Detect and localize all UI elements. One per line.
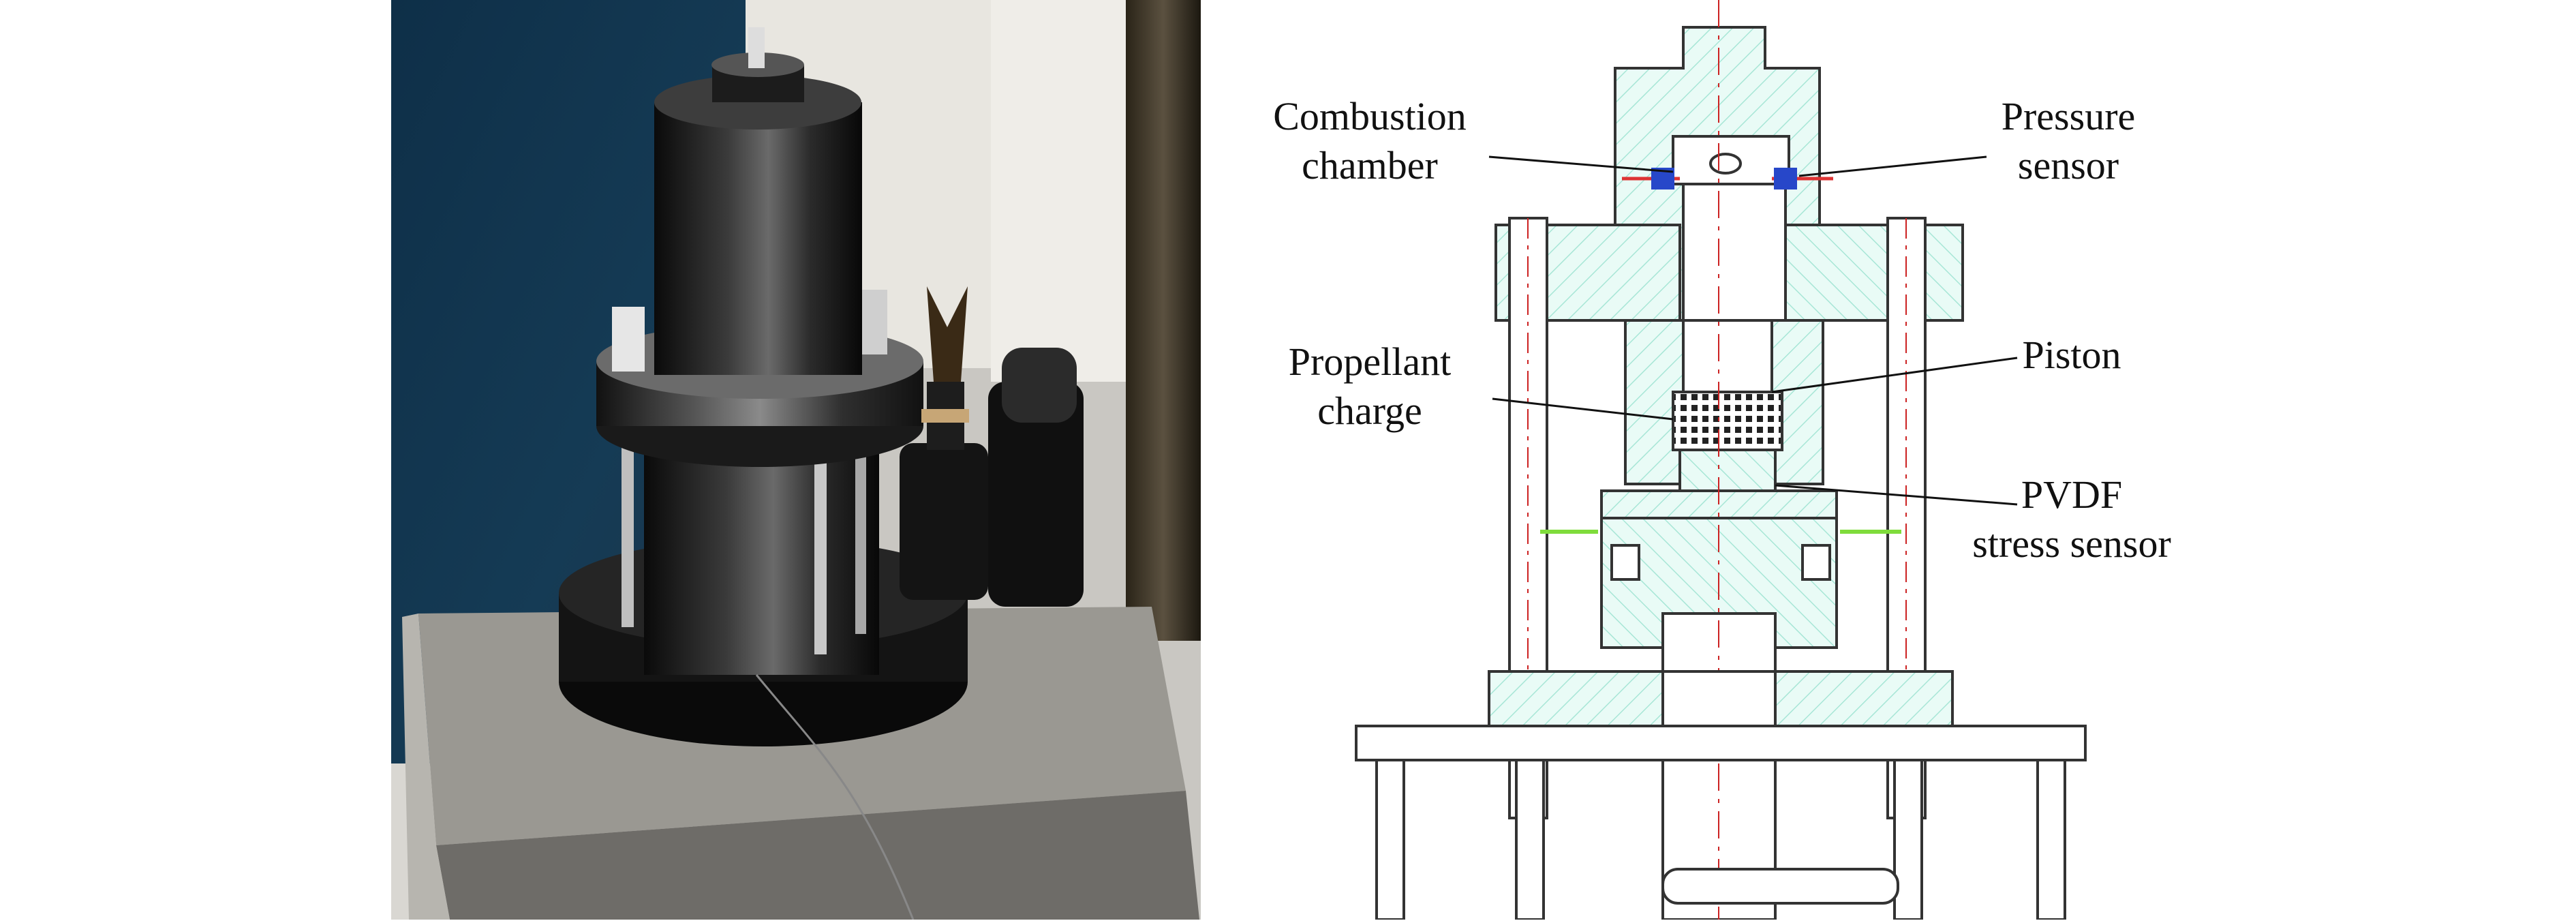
frame-leg-left — [1375, 759, 1405, 921]
igniter — [1709, 153, 1742, 175]
leader-combustion-chamber — [1488, 155, 1674, 173]
sensor-port-right-body — [1774, 168, 1797, 190]
label-propellant-charge: Propellant charge — [1288, 339, 1452, 433]
frame-top — [1355, 725, 2087, 761]
handle — [1661, 868, 1899, 905]
apparatus-photo — [391, 0, 1201, 920]
bearing-right — [1801, 544, 1831, 581]
upper-flange-right — [1777, 224, 1964, 322]
leader-propellant-charge — [1492, 397, 1674, 421]
label-piston: Piston — [2022, 333, 2121, 377]
frame-inner-left — [1515, 759, 1545, 921]
leader-pressure-sensor — [1798, 155, 1987, 177]
label-pressure-sensor: Pressure sensor — [2001, 94, 2136, 187]
frame-leg-right — [2036, 759, 2066, 921]
leader-pvdf — [1775, 484, 2018, 506]
label-combustion-chamber: Combustion chamber — [1273, 94, 1467, 187]
bearing-left — [1610, 544, 1640, 581]
leader-piston — [1771, 357, 2018, 393]
propellant-grid — [1672, 391, 1783, 451]
frame-inner-right — [1893, 759, 1923, 921]
label-pvdf-stress-sensor: PVDF stress sensor — [1972, 472, 2171, 566]
